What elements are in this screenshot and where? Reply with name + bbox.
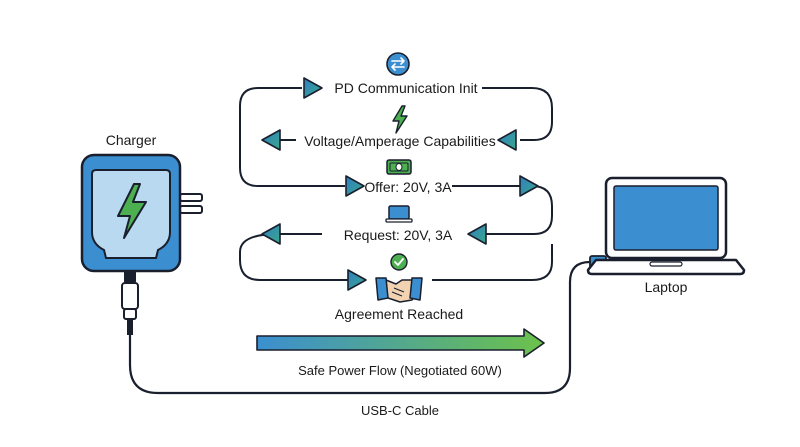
laptop: Laptop [586,176,746,295]
charger-bolt-icon [80,153,203,273]
power-flow-label: Safe Power Flow (Negotiated 60W) [298,363,502,378]
money-bill-icon [386,159,412,175]
laptop-label: Laptop [645,279,688,295]
arrowhead-step4-left [261,223,281,245]
step-label-pd-init: PD Communication Init [334,80,477,96]
charger-label: Charger [106,132,157,148]
step-label-request: Request: 20V, 3A [344,227,453,243]
arrowhead-step1 [303,77,323,99]
step-label-offer: Offer: 20V, 3A [364,179,452,195]
step-label-agreement: Agreement Reached [335,306,463,322]
arrowhead-step5 [347,269,367,291]
usb-c-plug-icon [121,269,139,335]
arrowhead-step2-right [497,129,517,151]
cable-label: USB-C Cable [361,403,439,418]
step-label-capabilities: Voltage/Amperage Capabilities [304,133,495,149]
exchange-arrows-icon [386,52,410,76]
handshake-check-icon [375,253,423,303]
cable-line [128,260,598,395]
negotiation-flow-path [239,77,553,291]
arrowhead-step3-left [345,175,365,197]
arrowhead-step3-right [519,175,539,197]
laptop-icon [586,176,746,276]
arrowhead-step4-right [467,223,487,245]
lightning-bolt-icon [392,105,408,134]
charger: Charger [80,132,203,273]
laptop-mini-icon [385,205,413,223]
power-flow-arrow [256,328,545,358]
arrowhead-step2-left [261,129,281,151]
